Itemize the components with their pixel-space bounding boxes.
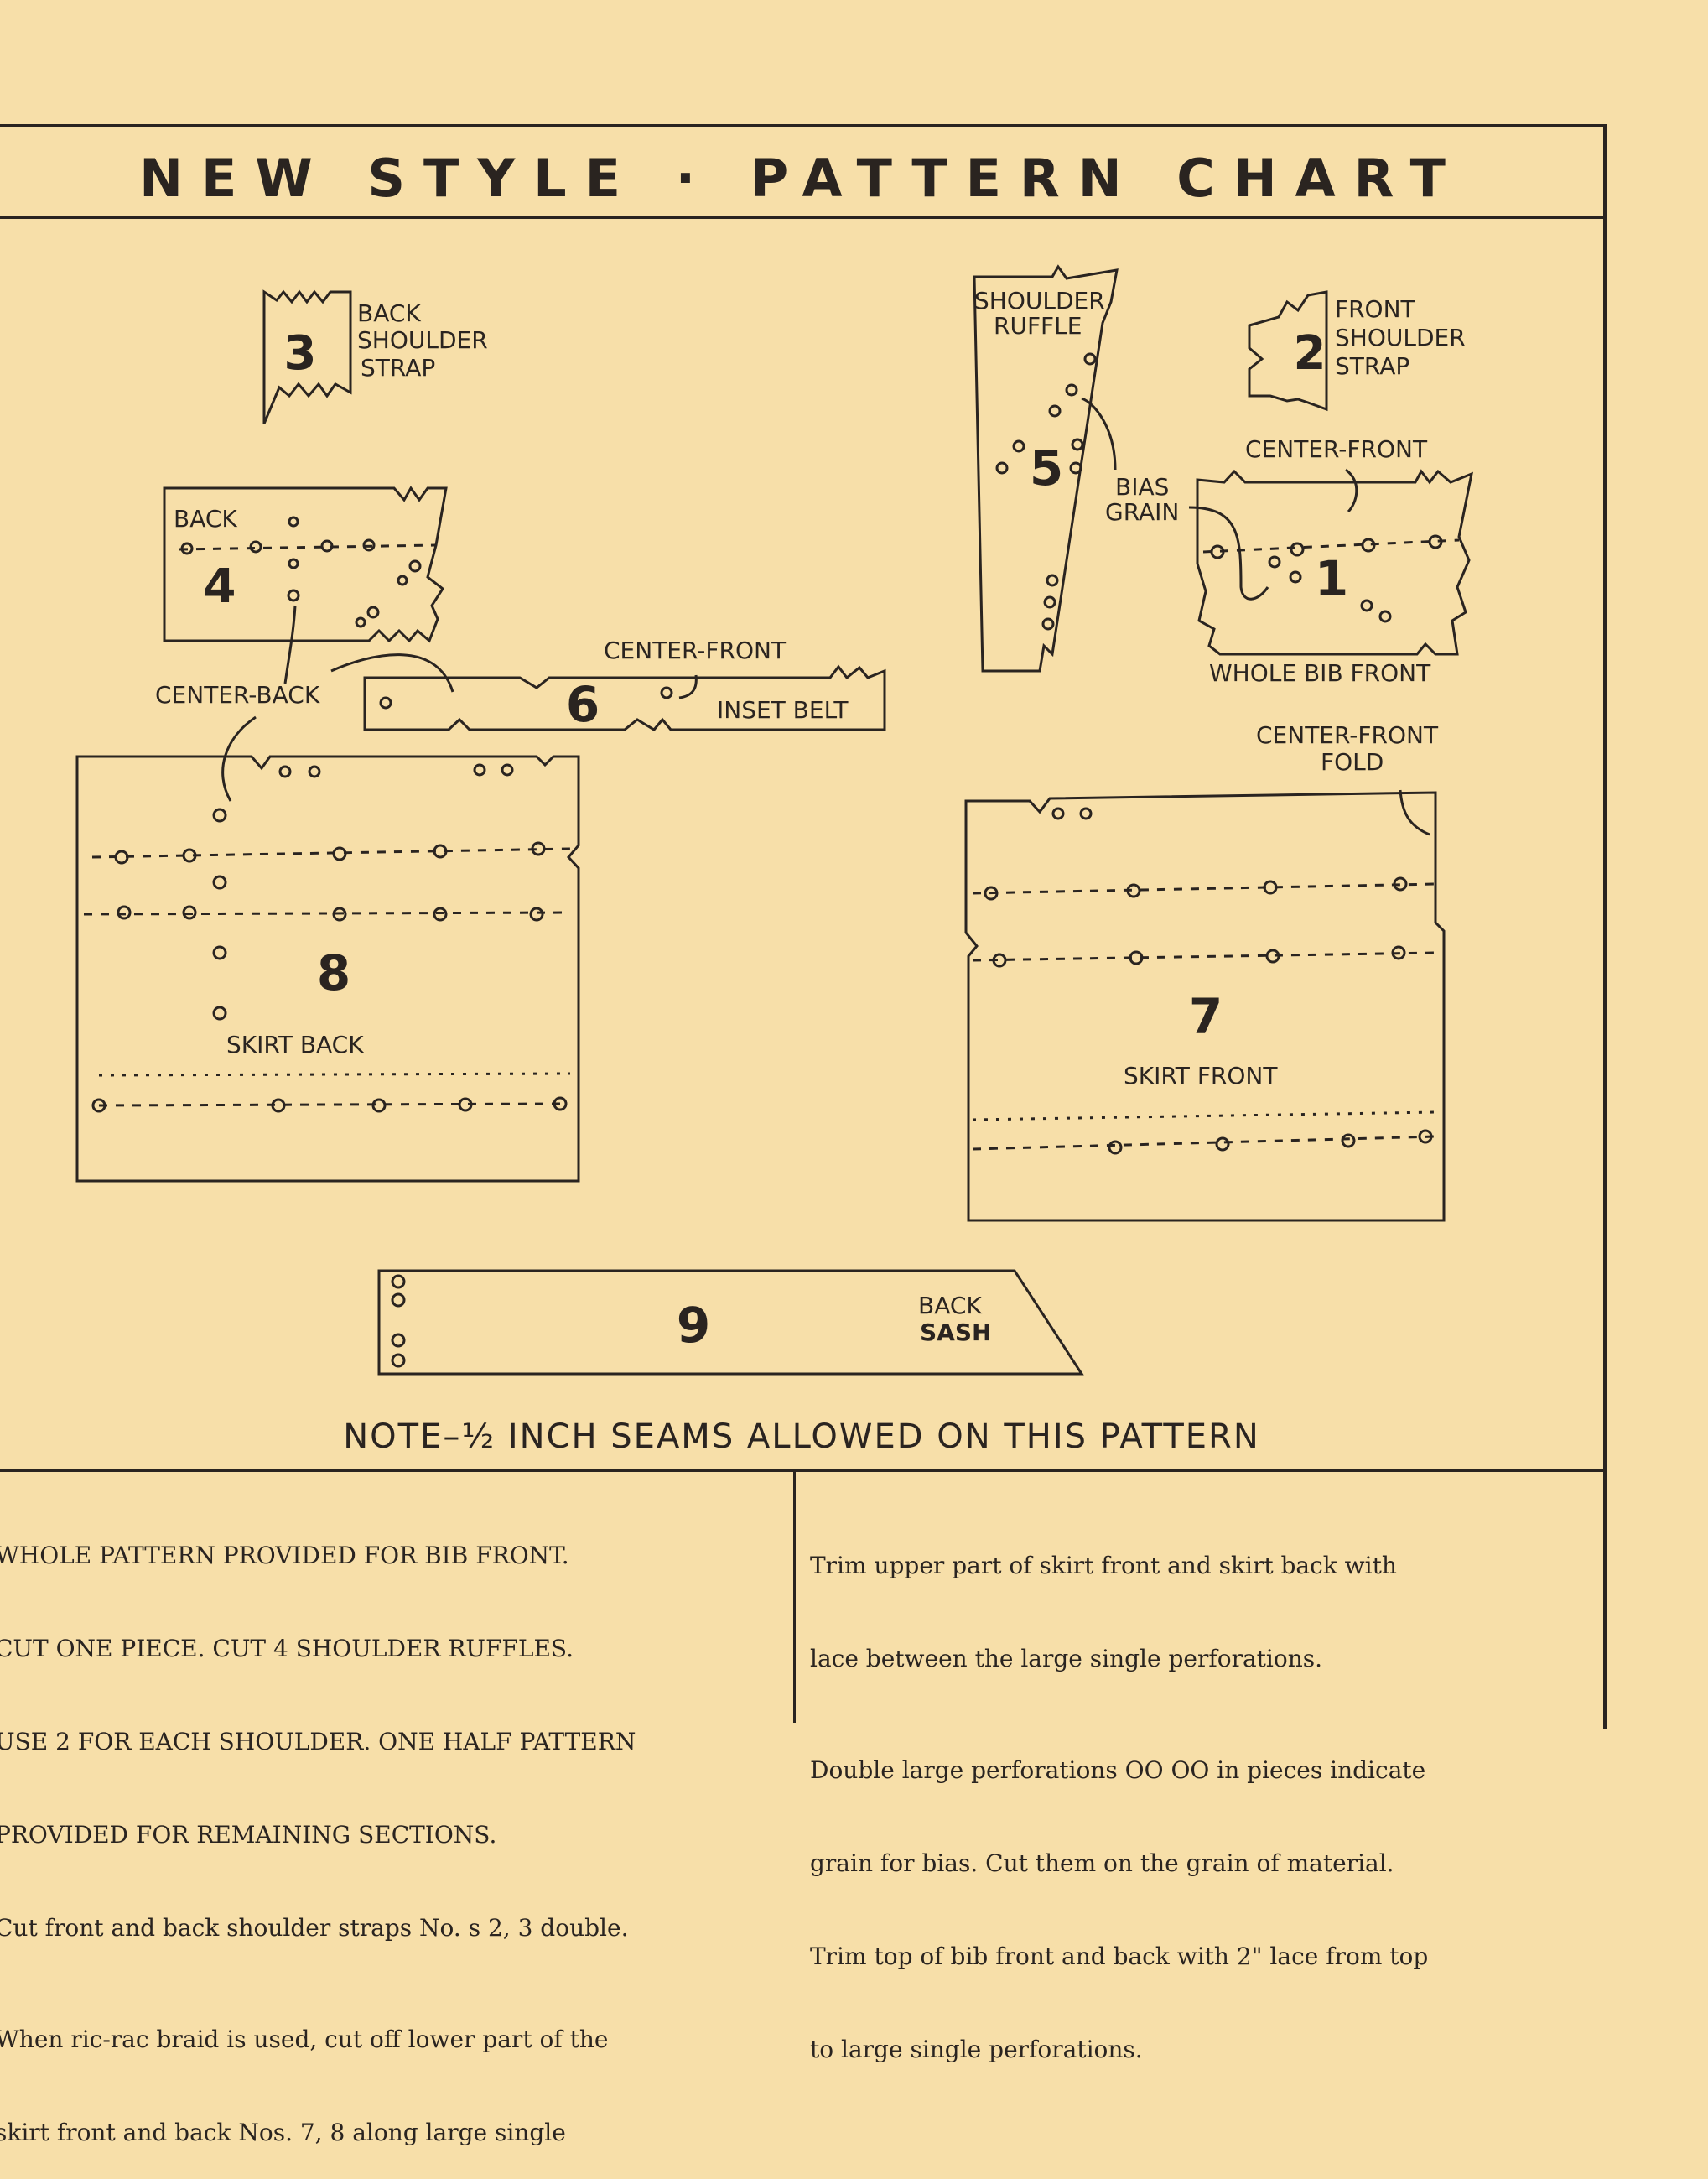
instruction-line: skirt front and back Nos. 7, 8 along lar… <box>0 2119 566 2146</box>
bias-grain-label-line2: GRAIN <box>1105 498 1179 526</box>
piece-5-number: 5 <box>1030 439 1063 497</box>
piece-8-skirt-back: 8 SKIRT BACK <box>75 755 580 1183</box>
piece-2-number: 2 <box>1294 326 1326 381</box>
pattern-diagram: 3 BACK SHOULDER STRAP BACK 4 CENTER-BACK… <box>75 264 1474 1376</box>
center-front-fold-line1: CENTER-FRONT <box>1256 721 1439 749</box>
piece-2-label-line3: STRAP <box>1335 352 1409 380</box>
instruction-line: PROVIDED FOR REMAINING SECTIONS. <box>0 1821 497 1849</box>
instruction-line: Trim upper part of skirt front and skirt… <box>810 1552 1397 1579</box>
instruction-line: Trim top of bib front and back with 2" l… <box>810 1942 1429 1970</box>
instruction-line: Double large perforations OO OO in piece… <box>810 1756 1426 1784</box>
piece-3-number: 3 <box>284 326 317 381</box>
instruction-line: USE 2 FOR EACH SHOULDER. ONE HALF PATTER… <box>0 1728 636 1755</box>
piece-3-label-line3: STRAP <box>361 354 435 382</box>
page-title: NEW STYLE · PATTERN CHART <box>0 141 1603 219</box>
piece-9-number: 9 <box>677 1297 710 1354</box>
instruction-line: to large single perforations. <box>810 2036 1143 2063</box>
piece-9-label-line2: SASH <box>920 1318 991 1346</box>
instruction-line: WHOLE PATTERN PROVIDED FOR BIB FRONT. <box>0 1542 569 1569</box>
piece-5-label-line2: RUFFLE <box>994 312 1082 340</box>
piece-3-label-line1: BACK <box>357 299 421 327</box>
center-front-belt-label: CENTER-FRONT <box>604 637 787 664</box>
piece-4-label: BACK <box>174 505 237 533</box>
instruction-line: Cut front and back shoulder straps No. s… <box>0 1914 629 1942</box>
piece-6-number: 6 <box>566 676 600 733</box>
piece-6-label: INSET BELT <box>717 696 849 724</box>
seam-allowance-note: NOTE–½ INCH SEAMS ALLOWED ON THIS PATTER… <box>343 1417 1260 1456</box>
piece-8-label: SKIRT BACK <box>226 1031 364 1058</box>
center-back-callout: CENTER-BACK <box>155 605 454 802</box>
piece-3-label-line2: SHOULDER <box>357 326 488 354</box>
bias-grain-callout: BIAS GRAIN <box>1081 397 1269 601</box>
instructions-right: Trim upper part of skirt front and skirt… <box>810 1488 1590 2096</box>
chart-frame <box>0 124 1607 1729</box>
piece-1-number: 1 <box>1315 550 1348 607</box>
center-front-bib-label: CENTER-FRONT <box>1245 435 1428 463</box>
center-back-label: CENTER-BACK <box>155 681 320 709</box>
piece-4-back: BACK 4 <box>163 486 448 643</box>
instruction-line: When ric-rac braid is used, cut off lowe… <box>0 2026 609 2053</box>
instruction-line: CUT ONE PIECE. CUT 4 SHOULDER RUFFLES. <box>0 1635 574 1662</box>
instruction-line: grain for bias. Cut them on the grain of… <box>810 1849 1394 1877</box>
piece-1-whole-bib-front: CENTER-FRONT 1 WHOLE BIB FRONT <box>1196 435 1474 687</box>
piece-9-label-line1: BACK <box>918 1292 982 1319</box>
piece-9-back-sash: 9 BACK SASH <box>377 1269 1084 1376</box>
instructions-divider <box>0 1469 1603 1472</box>
piece-2-front-shoulder-strap: 2 FRONT SHOULDER STRAP <box>1248 290 1466 412</box>
piece-8-number: 8 <box>317 944 350 1001</box>
piece-6-inset-belt: 6 INSET BELT CENTER-FRONT <box>363 637 886 733</box>
piece-5-label-line1: SHOULDER <box>974 287 1105 315</box>
center-front-fold-line2: FOLD <box>1321 748 1384 776</box>
bias-grain-label-line1: BIAS <box>1115 473 1169 501</box>
column-divider <box>793 1471 796 1723</box>
instructions-left: WHOLE PATTERN PROVIDED FOR BIB FRONT. CU… <box>0 1478 775 2179</box>
piece-1-label: WHOLE BIB FRONT <box>1209 659 1431 687</box>
instruction-line: lace between the large single perforatio… <box>810 1645 1323 1672</box>
piece-2-label-line1: FRONT <box>1335 295 1416 323</box>
piece-7-label: SKIRT FRONT <box>1124 1062 1278 1090</box>
piece-2-label-line2: SHOULDER <box>1335 324 1466 351</box>
piece-3-back-shoulder-strap: 3 BACK SHOULDER STRAP <box>262 289 488 424</box>
piece-7-number: 7 <box>1189 988 1223 1045</box>
piece-5-shoulder-ruffle: SHOULDER RUFFLE 5 <box>973 264 1119 673</box>
piece-4-number: 4 <box>204 559 236 614</box>
piece-7-skirt-front: CENTER-FRONT FOLD 7 SKIRT FRONT <box>964 721 1446 1222</box>
